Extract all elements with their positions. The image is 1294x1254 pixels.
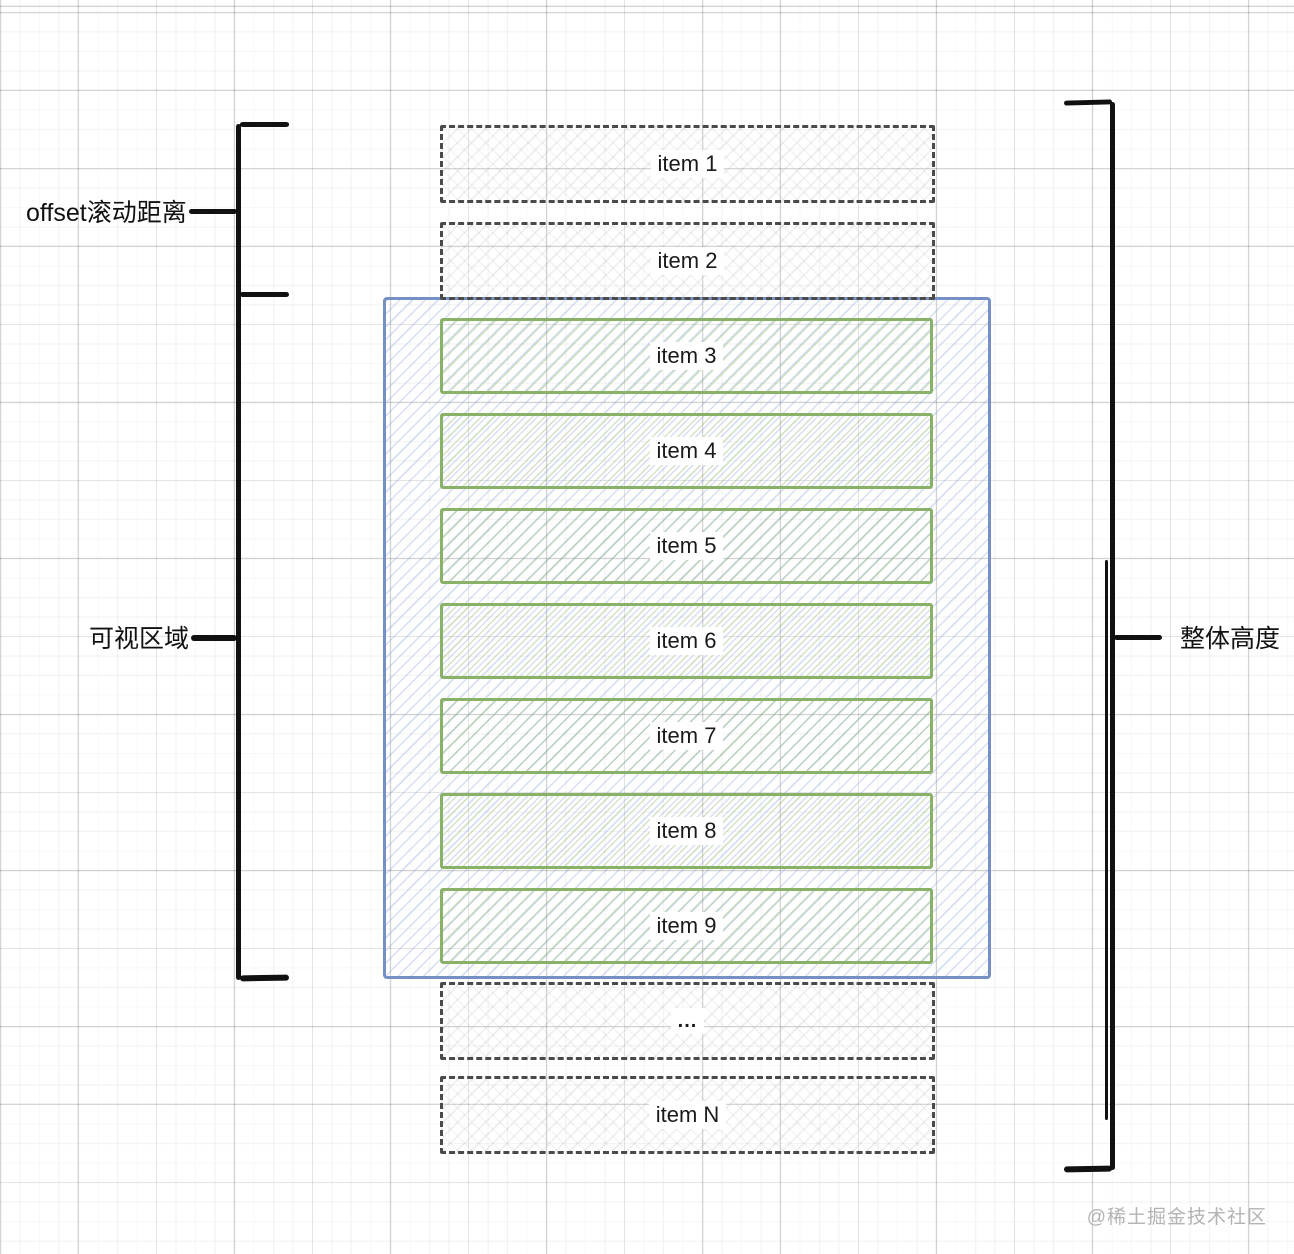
right-bracket-tick-top <box>1063 99 1113 106</box>
right-bracket-tick-bottom <box>1063 1165 1113 1173</box>
visible-item-8: item 8 <box>440 793 933 869</box>
offset-scroll-distance-label: offset滚动距离 <box>26 199 187 227</box>
offscreen-item-2: item 2 <box>440 222 935 300</box>
left-bracket-tick-top <box>240 122 289 127</box>
visible-item-3: item 3 <box>440 318 933 394</box>
offscreen-item-n: item N <box>440 1076 935 1154</box>
right-bracket-line <box>1110 102 1115 1170</box>
item-label: item N <box>648 1100 727 1130</box>
left-bracket-line <box>236 124 241 980</box>
left-bracket-tick-bottom <box>239 974 290 982</box>
item-label: item 5 <box>649 531 724 561</box>
visible-area-label: 可视区域 <box>89 625 190 653</box>
juejin-watermark: @稀土掘金技术社区 <box>1086 1207 1267 1228</box>
item-label: item 3 <box>649 341 724 371</box>
item-label: item 8 <box>649 816 724 846</box>
right-bracket-line-overdraw <box>1105 560 1108 1120</box>
item-label: item 2 <box>650 246 725 276</box>
item-label: item 9 <box>649 911 724 941</box>
offscreen-item-1: item 1 <box>440 125 935 203</box>
item-label: item 7 <box>649 721 724 751</box>
visible-item-7: item 7 <box>440 698 933 774</box>
item-label: ... <box>670 1008 705 1034</box>
item-label: item 1 <box>650 149 725 179</box>
viewport-box: item 3 item 4 item 5 item 6 item 7 item … <box>383 297 991 979</box>
visible-item-4: item 4 <box>440 413 933 489</box>
total-height-label-connector <box>1114 635 1162 640</box>
total-height-label: 整体高度 <box>1180 625 1281 653</box>
visible-item-5: item 5 <box>440 508 933 584</box>
visible-item-9: item 9 <box>440 888 933 964</box>
visible-item-6: item 6 <box>440 603 933 679</box>
left-bracket-tick-middle <box>240 292 289 297</box>
offscreen-item-ellipsis: ... <box>440 982 935 1060</box>
item-label: item 4 <box>649 436 724 466</box>
offset-label-connector <box>189 209 237 214</box>
item-label: item 6 <box>649 626 724 656</box>
viewport-label-connector <box>191 635 237 641</box>
